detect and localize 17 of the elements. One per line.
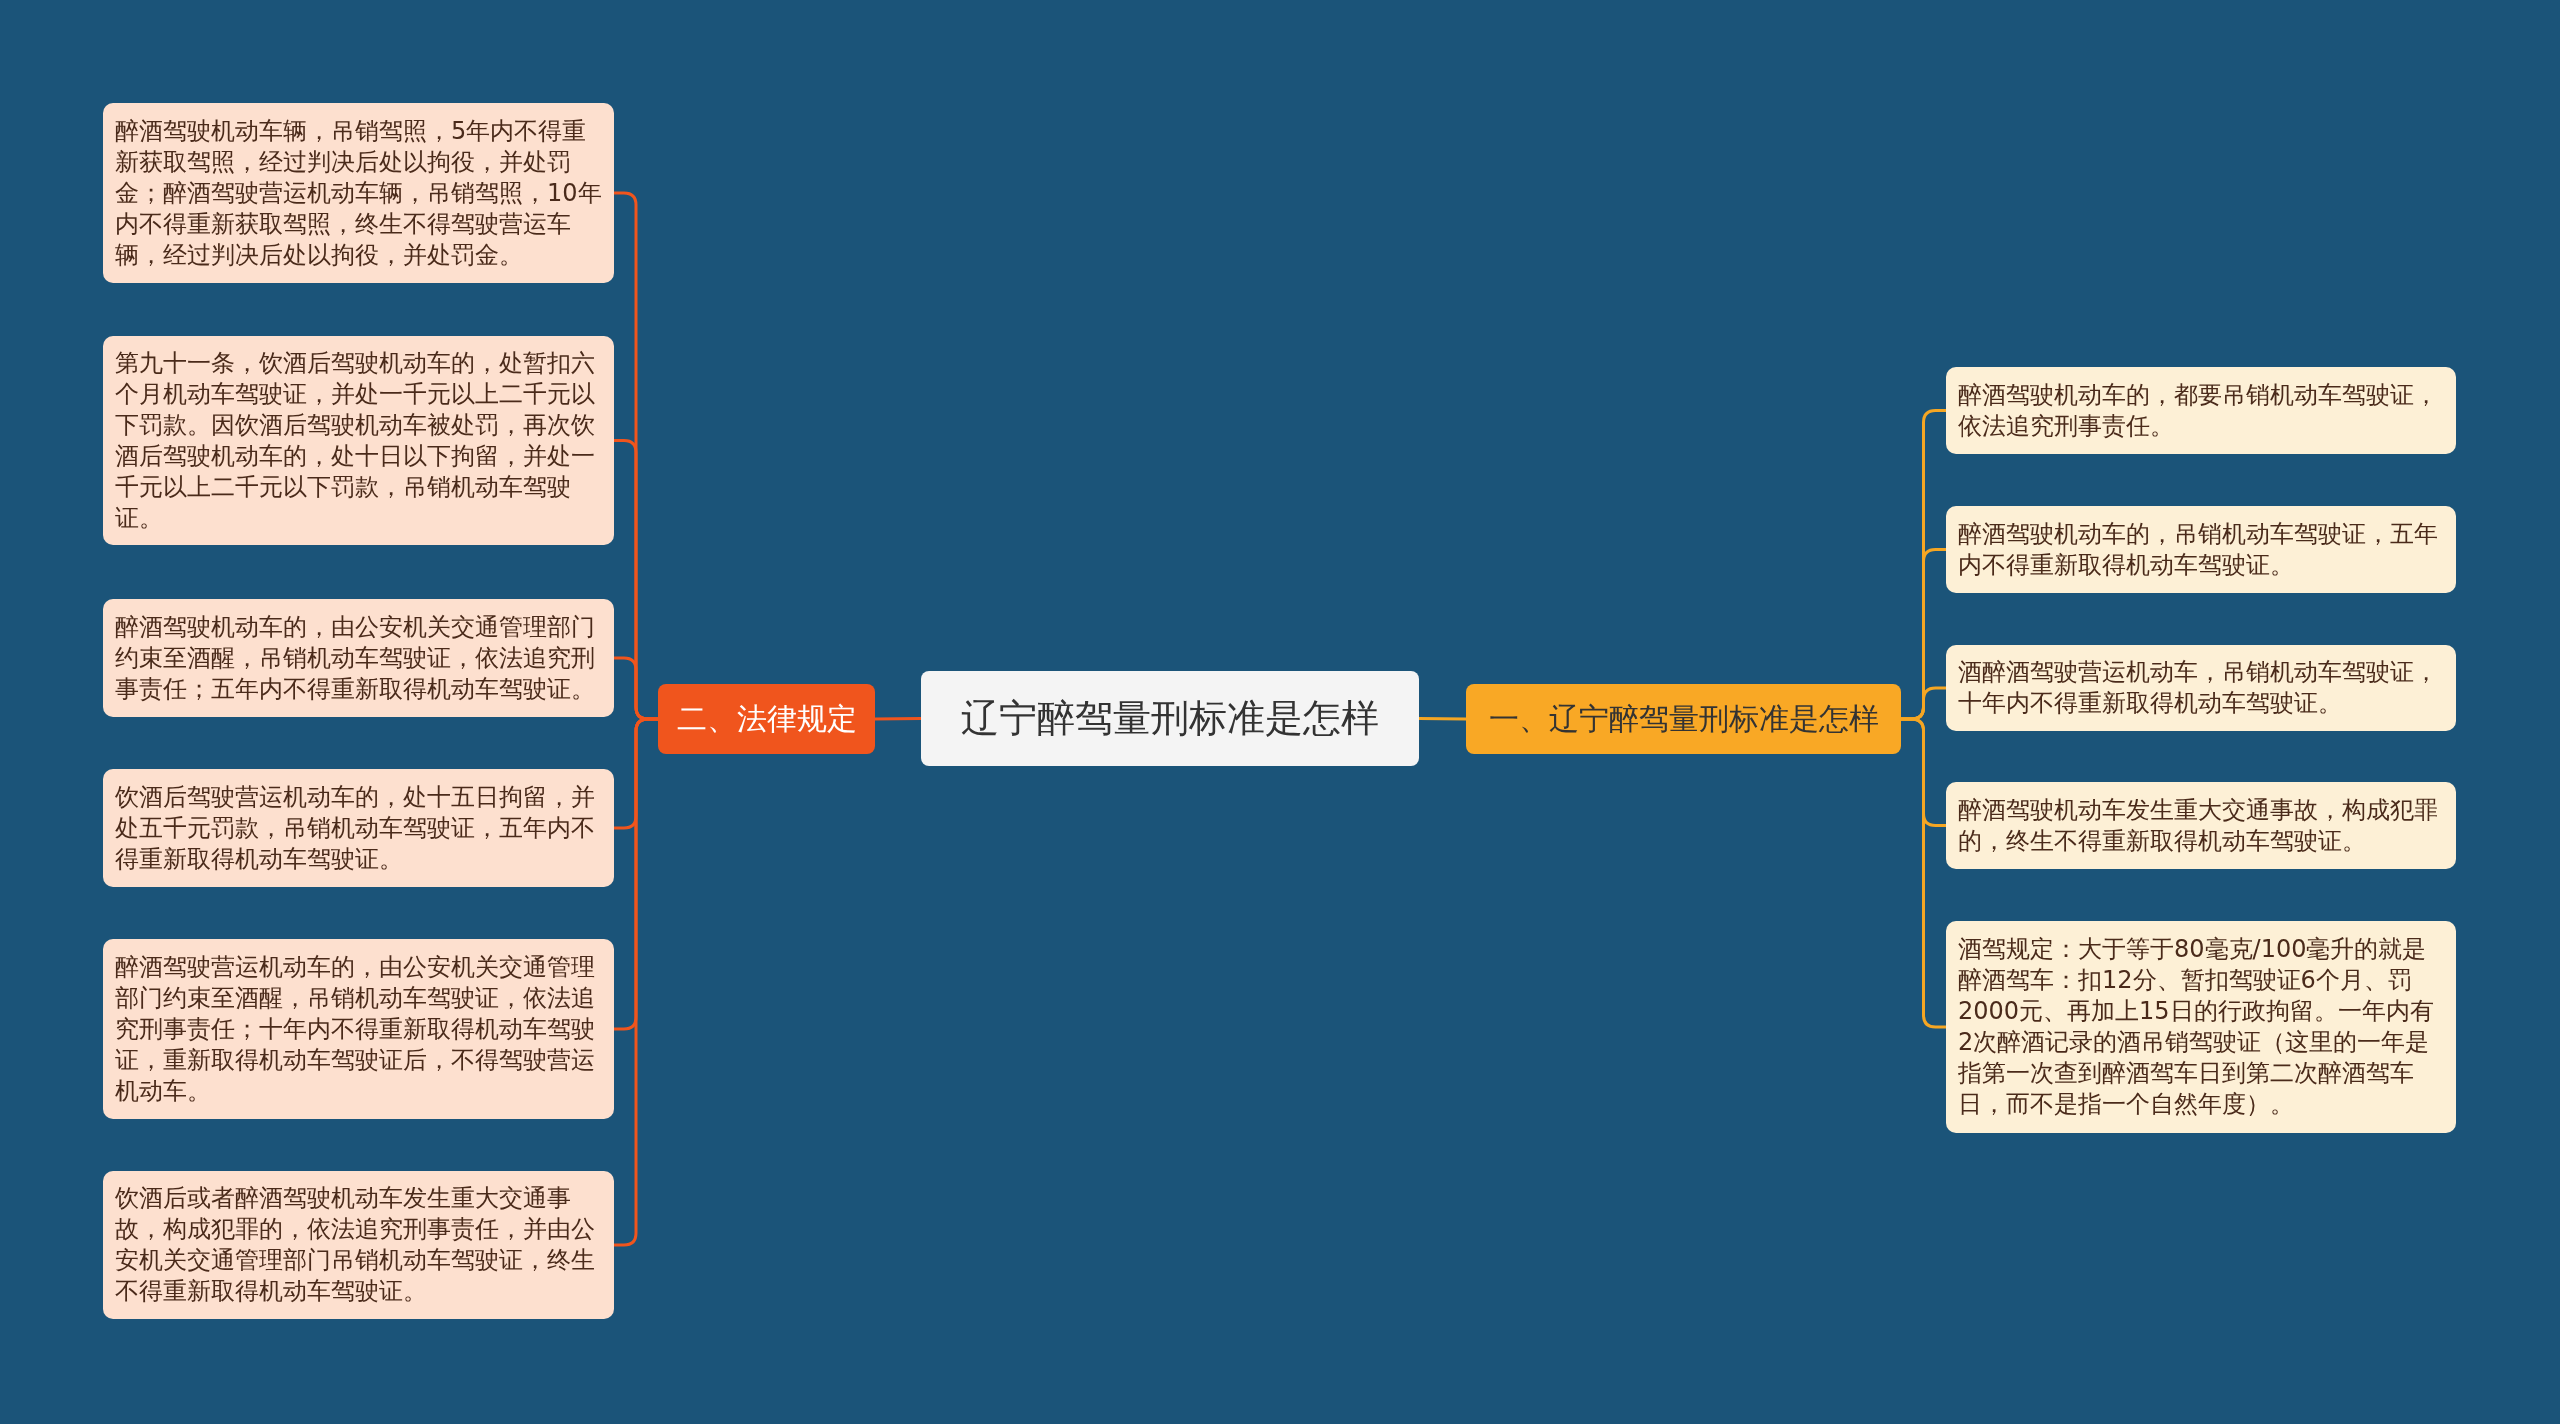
central-topic-box: 辽宁醉驾量刑标准是怎样 — [921, 671, 1419, 766]
text-card: 醉酒驾驶机动车发生重大交通事故，构成犯罪的，终生不得重新取得机动车驾驶证。 — [1946, 782, 2456, 869]
branch-topic-box: 一、辽宁醉驾量刑标准是怎样 — [1466, 684, 1901, 754]
connector-line — [1419, 717, 1466, 721]
text-card: 第九十一条，饮酒后驾驶机动车的，处暂扣六个月机动车驾驶证，并处一千元以上二千元以下罚款。因饮酒后驾驶机动车被处罚，再次饮酒后驾驶机动车的，处十日以下拘留，并处一千元以上二千元以下罚款，吊销机动车驾驶证。 — [103, 336, 614, 545]
text-card: 饮酒后驾驶营运机动车的，处十五日拘留，并处五千元罚款，吊销机动车驾驶证，五年内不得重新取得机动车驾驶证。 — [103, 769, 614, 887]
branch-topic-box: 二、法律规定 — [658, 684, 875, 754]
text-card: 醉酒驾驶机动车的，吊销机动车驾驶证，五年内不得重新取得机动车驾驶证。 — [1946, 506, 2456, 593]
text-card: 醉酒驾驶营运机动车的，由公安机关交通管理部门约束至酒醒，吊销机动车驾驶证，依法追究刑事责任；十年内不得重新取得机动车驾驶证，重新取得机动车驾驶证后，不得驾驶营运机动车。 — [103, 939, 614, 1119]
text-card: 酒驾规定：大于等于80毫克/100毫升的就是醉酒驾车：扣12分、暂扣驾驶证6个月、罚2000元、再加上15日的行政拘留。一年内有2次醉酒记录的酒吊销驾驶证（这里的一年是指第一次查到醉酒驾车日到第二次醉酒驾车日，而不是指一个自然年度）。 — [1946, 921, 2456, 1133]
text-card: 酒醉酒驾驶营运机动车，吊销机动车驾驶证，十年内不得重新取得机动车驾驶证。 — [1946, 645, 2456, 731]
text-card: 醉酒驾驶机动车辆，吊销驾照，5年内不得重新获取驾照，经过判决后处以拘役，并处罚金；醉酒驾驶营运机动车辆，吊销驾照，10年内不得重新获取驾照，终生不得驾驶营运车辆，经过判决后处以拘役，并处罚金。 — [103, 103, 614, 283]
text-card: 饮酒后或者醉酒驾驶机动车发生重大交通事故，构成犯罪的，依法追究刑事责任，并由公安机关交通管理部门吊销机动车驾驶证，终生不得重新取得机动车驾驶证。 — [103, 1171, 614, 1319]
text-card: 醉酒驾驶机动车的，都要吊销机动车驾驶证，依法追究刑事责任。 — [1946, 367, 2456, 454]
text-card: 醉酒驾驶机动车的，由公安机关交通管理部门约束至酒醒，吊销机动车驾驶证，依法追究刑事责任；五年内不得重新取得机动车驾驶证。 — [103, 599, 614, 717]
connector-line — [875, 717, 921, 721]
connector-line — [1901, 717, 1946, 1029]
